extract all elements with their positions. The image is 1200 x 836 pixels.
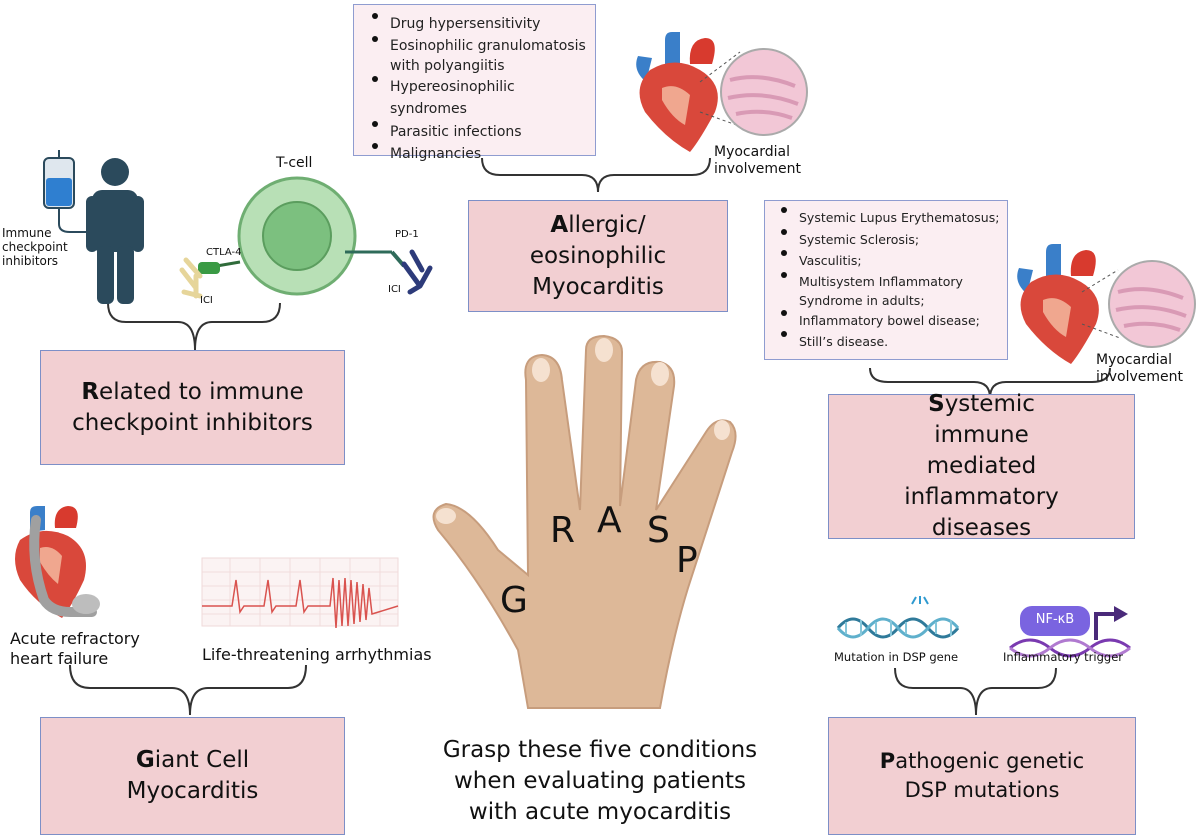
t-cell-label: T-cell — [276, 155, 313, 171]
arrhythmias-label: Life-threatening arrhythmias — [202, 645, 432, 664]
acute-heart-failure-label: Acute refractory heart failure — [10, 629, 140, 668]
ici-label: ICI — [388, 284, 401, 295]
dna-icon — [836, 596, 960, 639]
ctla4-antibody-icon — [179, 257, 220, 299]
box-text: llergic/ eosinophilic Myocarditis — [529, 211, 667, 300]
list-item: Inflammatory bowel disease; — [781, 309, 1001, 332]
list-item: Malignancies — [372, 143, 589, 166]
list-item: Drug hypersensitivity — [372, 13, 589, 36]
allergic-causes-list: Drug hypersensitivity Eosinophilic granu… — [353, 4, 596, 162]
box-initial: A — [550, 211, 569, 238]
related-ici-box: Related to immune checkpoint inhibitors — [40, 350, 345, 465]
inflammatory-trigger-label: Inflammatory trigger — [1003, 650, 1123, 664]
ecg-icon — [201, 557, 399, 629]
box-text: ystemic immune mediated inflammatory dis… — [904, 391, 1059, 541]
nfkb-label: NF-κB — [1035, 612, 1075, 627]
bracket-allergic — [481, 157, 711, 193]
fingernails — [436, 338, 730, 524]
nfkb-icon — [1009, 606, 1131, 658]
histology-icon-2 — [1081, 260, 1196, 348]
list-item: Multisystem Inflammatory Syndrome in adu… — [781, 271, 1001, 310]
list-item: Systemic Lupus Erythematosus; — [781, 207, 1001, 229]
heart-icon-1 — [636, 32, 718, 152]
bracket-related — [107, 302, 281, 351]
box-text: iant Cell Myocarditis — [126, 747, 259, 804]
systemic-list: Systemic Lupus Erythematosus; Systemic S… — [775, 207, 1001, 353]
box-initial: G — [135, 747, 155, 773]
letter-a: A — [597, 500, 622, 541]
ici-label: ICI — [200, 295, 213, 306]
pathogenic-dsp-box: Pathogenic genetic DSP mutations — [828, 717, 1136, 835]
box-text: athogenic genetic DSP mutations — [895, 749, 1085, 802]
myocardial-involvement-label: Myocardial involvement — [1096, 352, 1184, 385]
systemic-immune-box: Systemic immune mediated inflammatory di… — [828, 391, 1135, 541]
list-item: Parasitic infections — [372, 120, 589, 144]
letter-g: G — [500, 580, 528, 621]
list-item: Still’s disease. — [781, 331, 1001, 353]
bracket-pathogenic — [894, 667, 1057, 716]
t-cell-icon — [204, 176, 392, 296]
immune-checkpoint-label: Immune checkpoint inhibitors — [2, 226, 68, 268]
heart-device-icon — [15, 506, 100, 618]
iv-bag-icon — [43, 150, 92, 233]
box-initial: S — [928, 391, 945, 417]
box-text: elated to immune checkpoint inhibitors — [72, 378, 313, 436]
box-initial: P — [879, 749, 896, 773]
giant-cell-box: Giant Cell Myocarditis — [40, 717, 345, 835]
letter-p: P — [676, 540, 698, 581]
person-icon — [86, 158, 144, 304]
systemic-causes-list: Systemic Lupus Erythematosus; Systemic S… — [764, 200, 1008, 360]
myocardial-involvement-label: Myocardial involvement — [714, 144, 802, 177]
histology-icon-1 — [699, 48, 808, 136]
allergic-myocarditis-box: Allergic/ eosinophilic Myocarditis — [468, 200, 728, 312]
heart-icon-2 — [1017, 244, 1099, 364]
box-initial: R — [81, 378, 100, 405]
list-item: Eosinophilic granulomatosis with polyang… — [372, 35, 589, 76]
list-item: Vasculitis; — [781, 250, 1001, 272]
letter-r: R — [550, 510, 576, 551]
allergic-list: Drug hypersensitivity Eosinophilic granu… — [366, 13, 589, 166]
letter-s: S — [647, 510, 670, 551]
hand-icon — [432, 334, 737, 709]
bracket-giant — [69, 664, 307, 716]
dsp-gene-label: Mutation in DSP gene — [834, 650, 959, 664]
caption: Grasp these five conditions when evaluat… — [442, 737, 758, 825]
pd1-label: PD-1 — [395, 229, 419, 240]
ctla4-label: CTLA-4 — [206, 247, 242, 258]
pd1-antibody-icon — [390, 249, 433, 295]
list-item: Hypereosinophilic syndromes — [372, 75, 589, 121]
list-item: Systemic Sclerosis; — [781, 228, 1001, 251]
